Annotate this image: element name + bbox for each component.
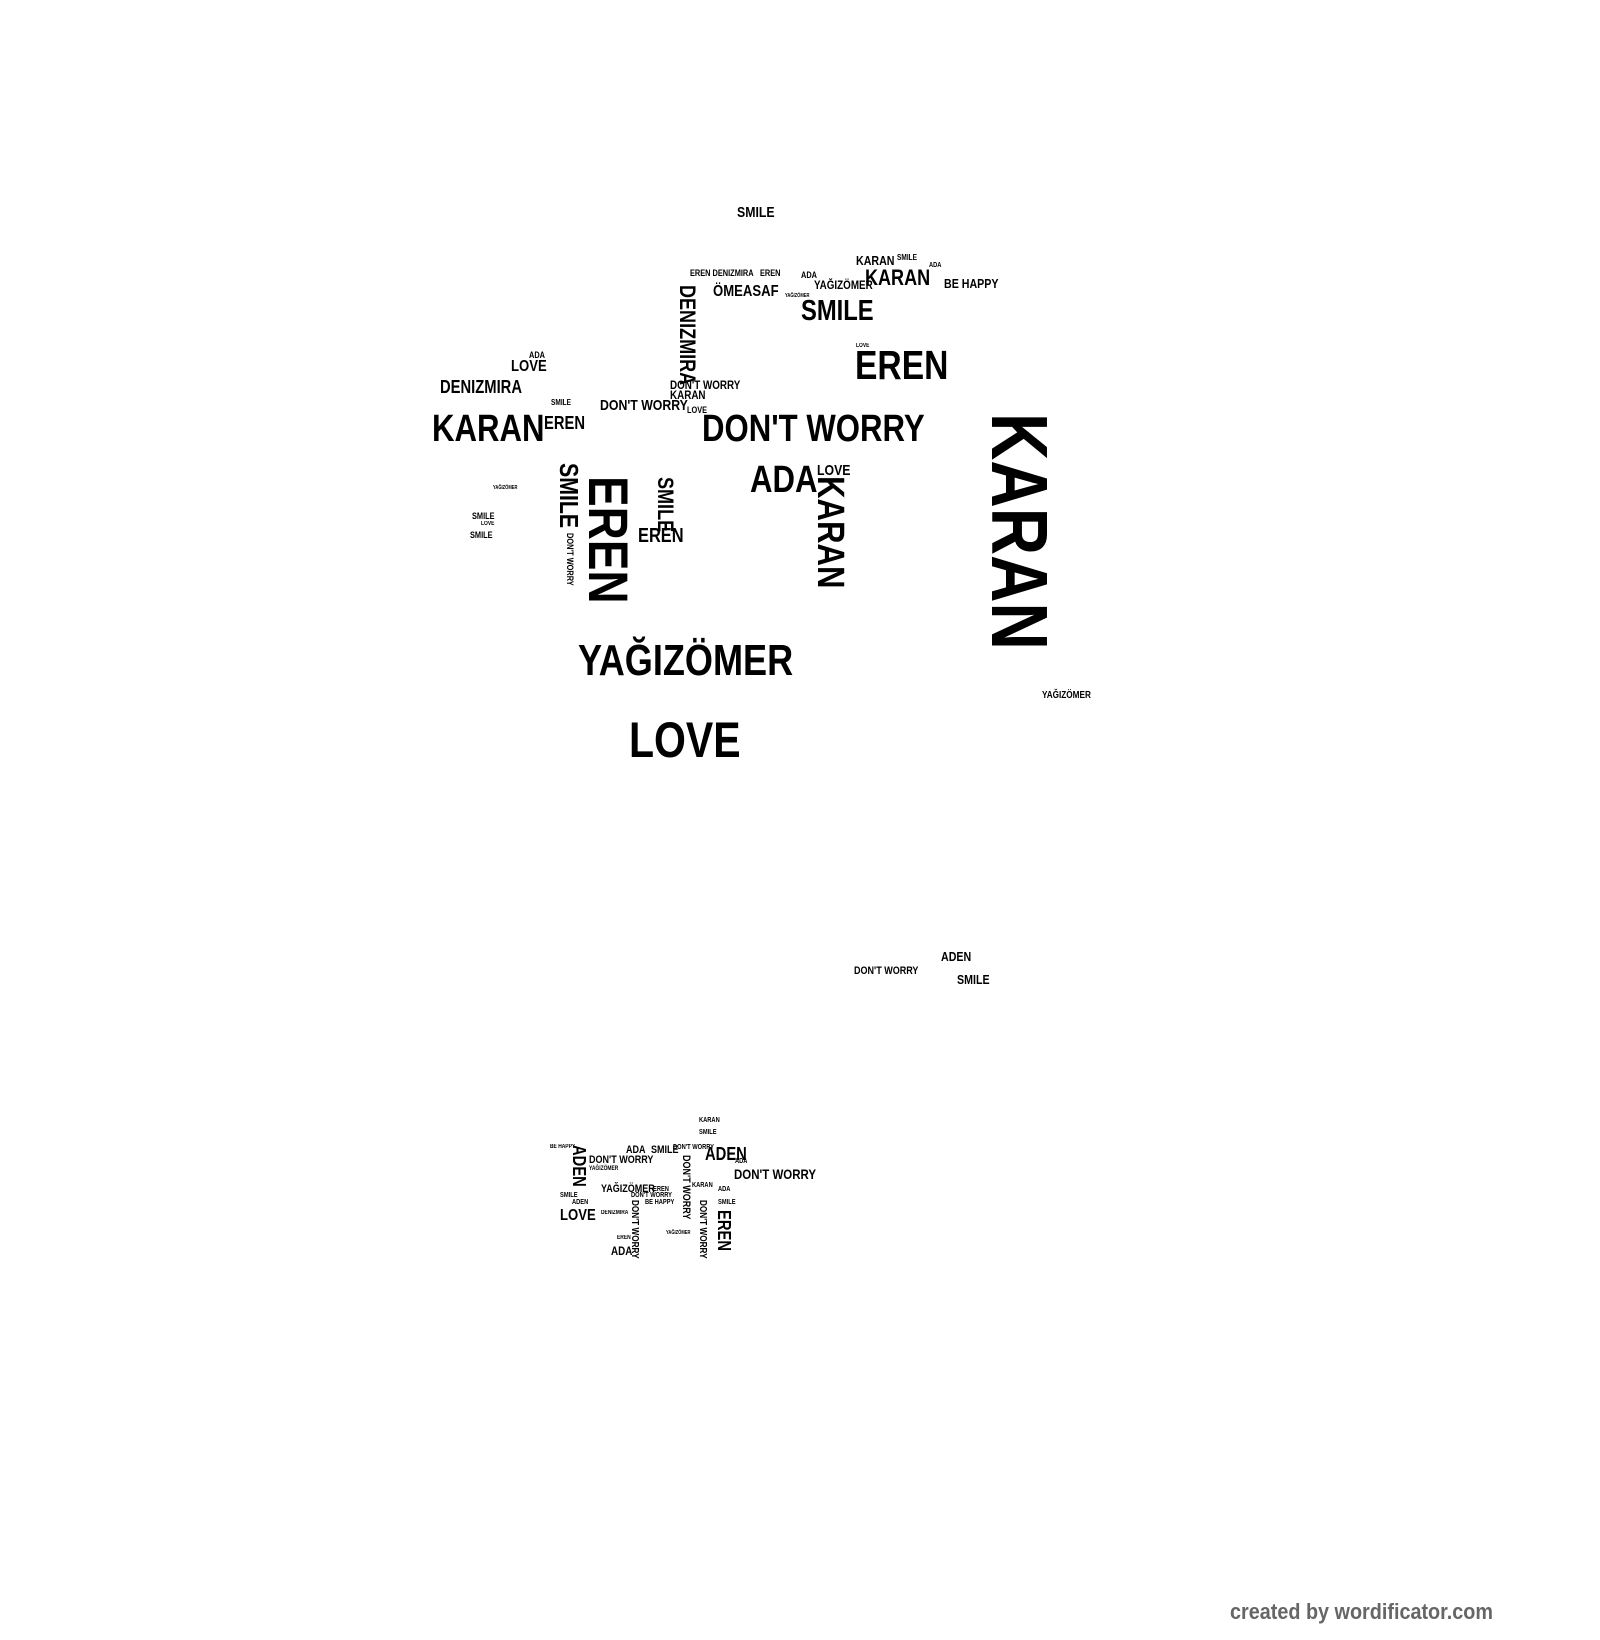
word-vertical: DON'T WORRY (629, 1200, 640, 1259)
word: KARAN (670, 388, 706, 402)
word: YAĞIZÖMER (493, 485, 518, 491)
word: LOVE (817, 462, 851, 479)
word: SMILE (470, 530, 493, 540)
word: SMILE (651, 1144, 679, 1156)
word: KARAN (856, 253, 895, 268)
word: DENIZMIRA (440, 377, 522, 397)
word-vertical: SMILE (653, 477, 678, 533)
word: KARAN (692, 1182, 713, 1189)
word: ADEN (941, 949, 972, 964)
word: YAĞIZÖMER (666, 1230, 691, 1236)
word: KARAN (865, 265, 931, 290)
word: SMILE (472, 511, 495, 521)
word: ADA (529, 350, 545, 360)
word: EREN (544, 413, 586, 433)
word: YAĞIZÖMER (1042, 690, 1091, 701)
word: ADA (750, 459, 818, 501)
word: YAĞIZÖMER (814, 278, 873, 292)
word-vertical: KARAN (809, 476, 851, 589)
word: SMILE (897, 253, 918, 262)
word: BE HAPPY (944, 276, 999, 291)
word: ADEN (572, 1199, 589, 1206)
watermark: created by wordificator.com (1230, 1599, 1493, 1624)
word: EREN (855, 342, 949, 388)
word: LOVE (629, 712, 741, 768)
word-vertical: DON'T WORRY (680, 1155, 692, 1220)
word: LOVE (687, 405, 708, 415)
word: SMILE (801, 295, 874, 327)
word: BE HAPPY (645, 1199, 675, 1206)
word: DON'T WORRY (854, 965, 919, 977)
word: ÖMEASAF (713, 283, 779, 300)
word: SMILE (737, 204, 775, 221)
word: EREN (760, 268, 781, 278)
word: LOVE (856, 343, 870, 349)
word: DON'T WORRY (673, 1144, 715, 1151)
word: DON'T WORRY (600, 397, 688, 414)
word: LOVE (560, 1207, 596, 1224)
word: KARAN (432, 408, 545, 450)
word: SMILE (718, 1199, 736, 1206)
word-vertical: EREN (577, 476, 640, 604)
word: DENIZMIRA (601, 1210, 629, 1216)
word-vertical: DON'T WORRY (697, 1200, 708, 1259)
word: ADA (718, 1186, 731, 1193)
word: SMILE (699, 1129, 717, 1136)
word: KARAN (699, 1117, 720, 1124)
word-vertical: ADEN (569, 1145, 589, 1187)
word: DON'T WORRY (670, 378, 741, 392)
word: YAĞIZÖMER (578, 636, 794, 685)
word: YAĞIZÖMER (601, 1183, 655, 1195)
word: ADA (929, 262, 942, 269)
word: SMILE (560, 1192, 578, 1199)
word: DON'T WORRY (589, 1154, 654, 1166)
word: LOVE (481, 521, 495, 527)
word: ADA (611, 1244, 633, 1258)
word: DON'T WORRY (702, 408, 925, 450)
word: DON'T WORRY (734, 1166, 817, 1182)
word: YAĞIZÖMER (589, 1166, 619, 1172)
word-vertical: EREN (714, 1210, 734, 1252)
word: ADA (801, 270, 817, 280)
word: EREN (638, 525, 684, 547)
word: EREN (617, 1235, 631, 1241)
word: EREN DENIZMIRA (690, 268, 754, 278)
word: EREN (653, 1186, 669, 1193)
word: ADA (735, 1158, 748, 1165)
word-vertical: KARAN (975, 413, 1064, 650)
word: ADEN (705, 1144, 747, 1164)
word: BE HAPPY (550, 1144, 576, 1150)
word-vertical: DENIZMIRA (675, 285, 700, 386)
word: SMILE (551, 398, 572, 407)
word-vertical: DON'T WORRY (565, 533, 575, 586)
word: YAĞIZÖMER (785, 293, 810, 299)
word-vertical: SMILE (554, 463, 584, 529)
word: ADA (626, 1144, 646, 1156)
word: LOVE (511, 358, 547, 375)
word: SMILE (957, 972, 990, 987)
word: DON'T WORRY (631, 1192, 673, 1199)
